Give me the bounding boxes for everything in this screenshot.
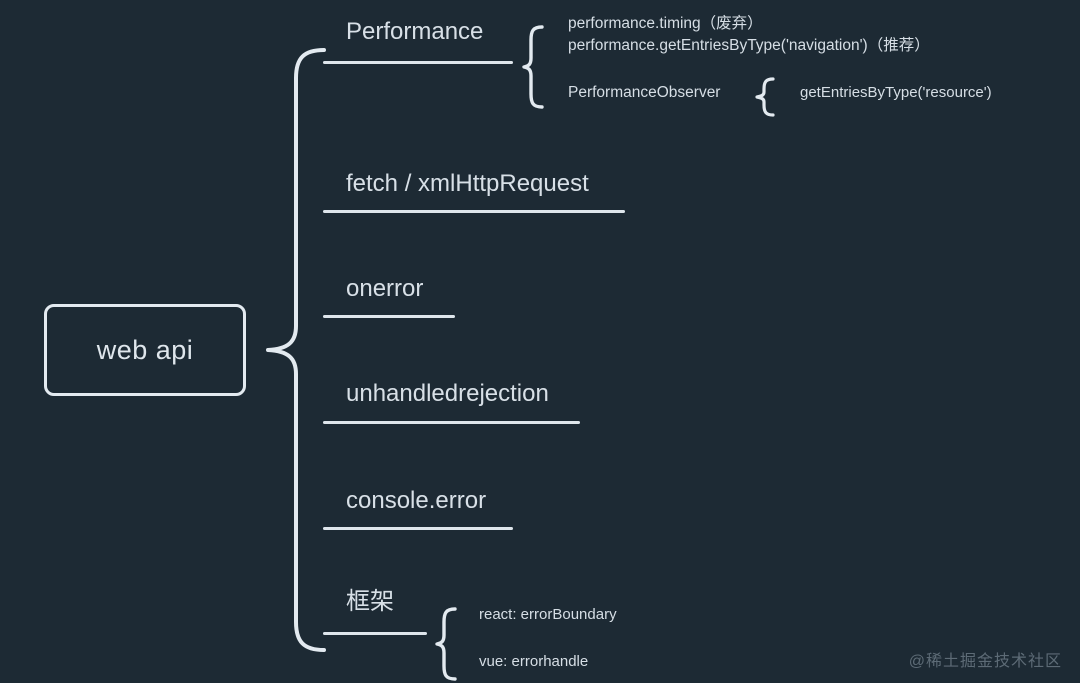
root-node-web-api: web api: [44, 304, 246, 396]
root-node-label: web api: [96, 334, 194, 365]
branch-label-framework: 框架: [346, 588, 394, 615]
branch-rule-onerror: [323, 315, 455, 318]
watermark: @稀土掘金技术社区: [908, 653, 1062, 670]
performance-observer-brace: [754, 76, 778, 118]
branch-rule-unhandledrejection: [323, 421, 580, 424]
performance-brace: [522, 24, 548, 110]
branch-rule-performance: [323, 61, 513, 64]
branch-label-onerror: onerror: [346, 275, 424, 302]
main-brace: [258, 46, 332, 654]
framework-detail-vue: vue: errorhandle: [479, 653, 589, 670]
branch-rule-console-error: [323, 527, 513, 530]
branch-label-unhandledrejection: unhandledrejection: [346, 380, 549, 407]
performance-detail-timing: performance.timing（废弃）: [568, 15, 763, 32]
branch-rule-framework: [323, 632, 427, 635]
performance-detail-navigation: performance.getEntriesByType('navigation…: [568, 37, 930, 54]
framework-detail-react: react: errorBoundary: [479, 606, 617, 623]
branch-label-fetch-xmlhttprequest: fetch / xmlHttpRequest: [346, 170, 589, 197]
performance-detail-observer: PerformanceObserver: [568, 84, 721, 101]
branch-rule-fetch-xmlhttprequest: [323, 210, 625, 213]
framework-brace: [434, 606, 462, 682]
branch-label-performance: Performance: [346, 18, 484, 45]
branch-label-console-error: console.error: [346, 487, 487, 514]
performance-observer-sub-resource: getEntriesByType('resource'): [800, 84, 992, 101]
